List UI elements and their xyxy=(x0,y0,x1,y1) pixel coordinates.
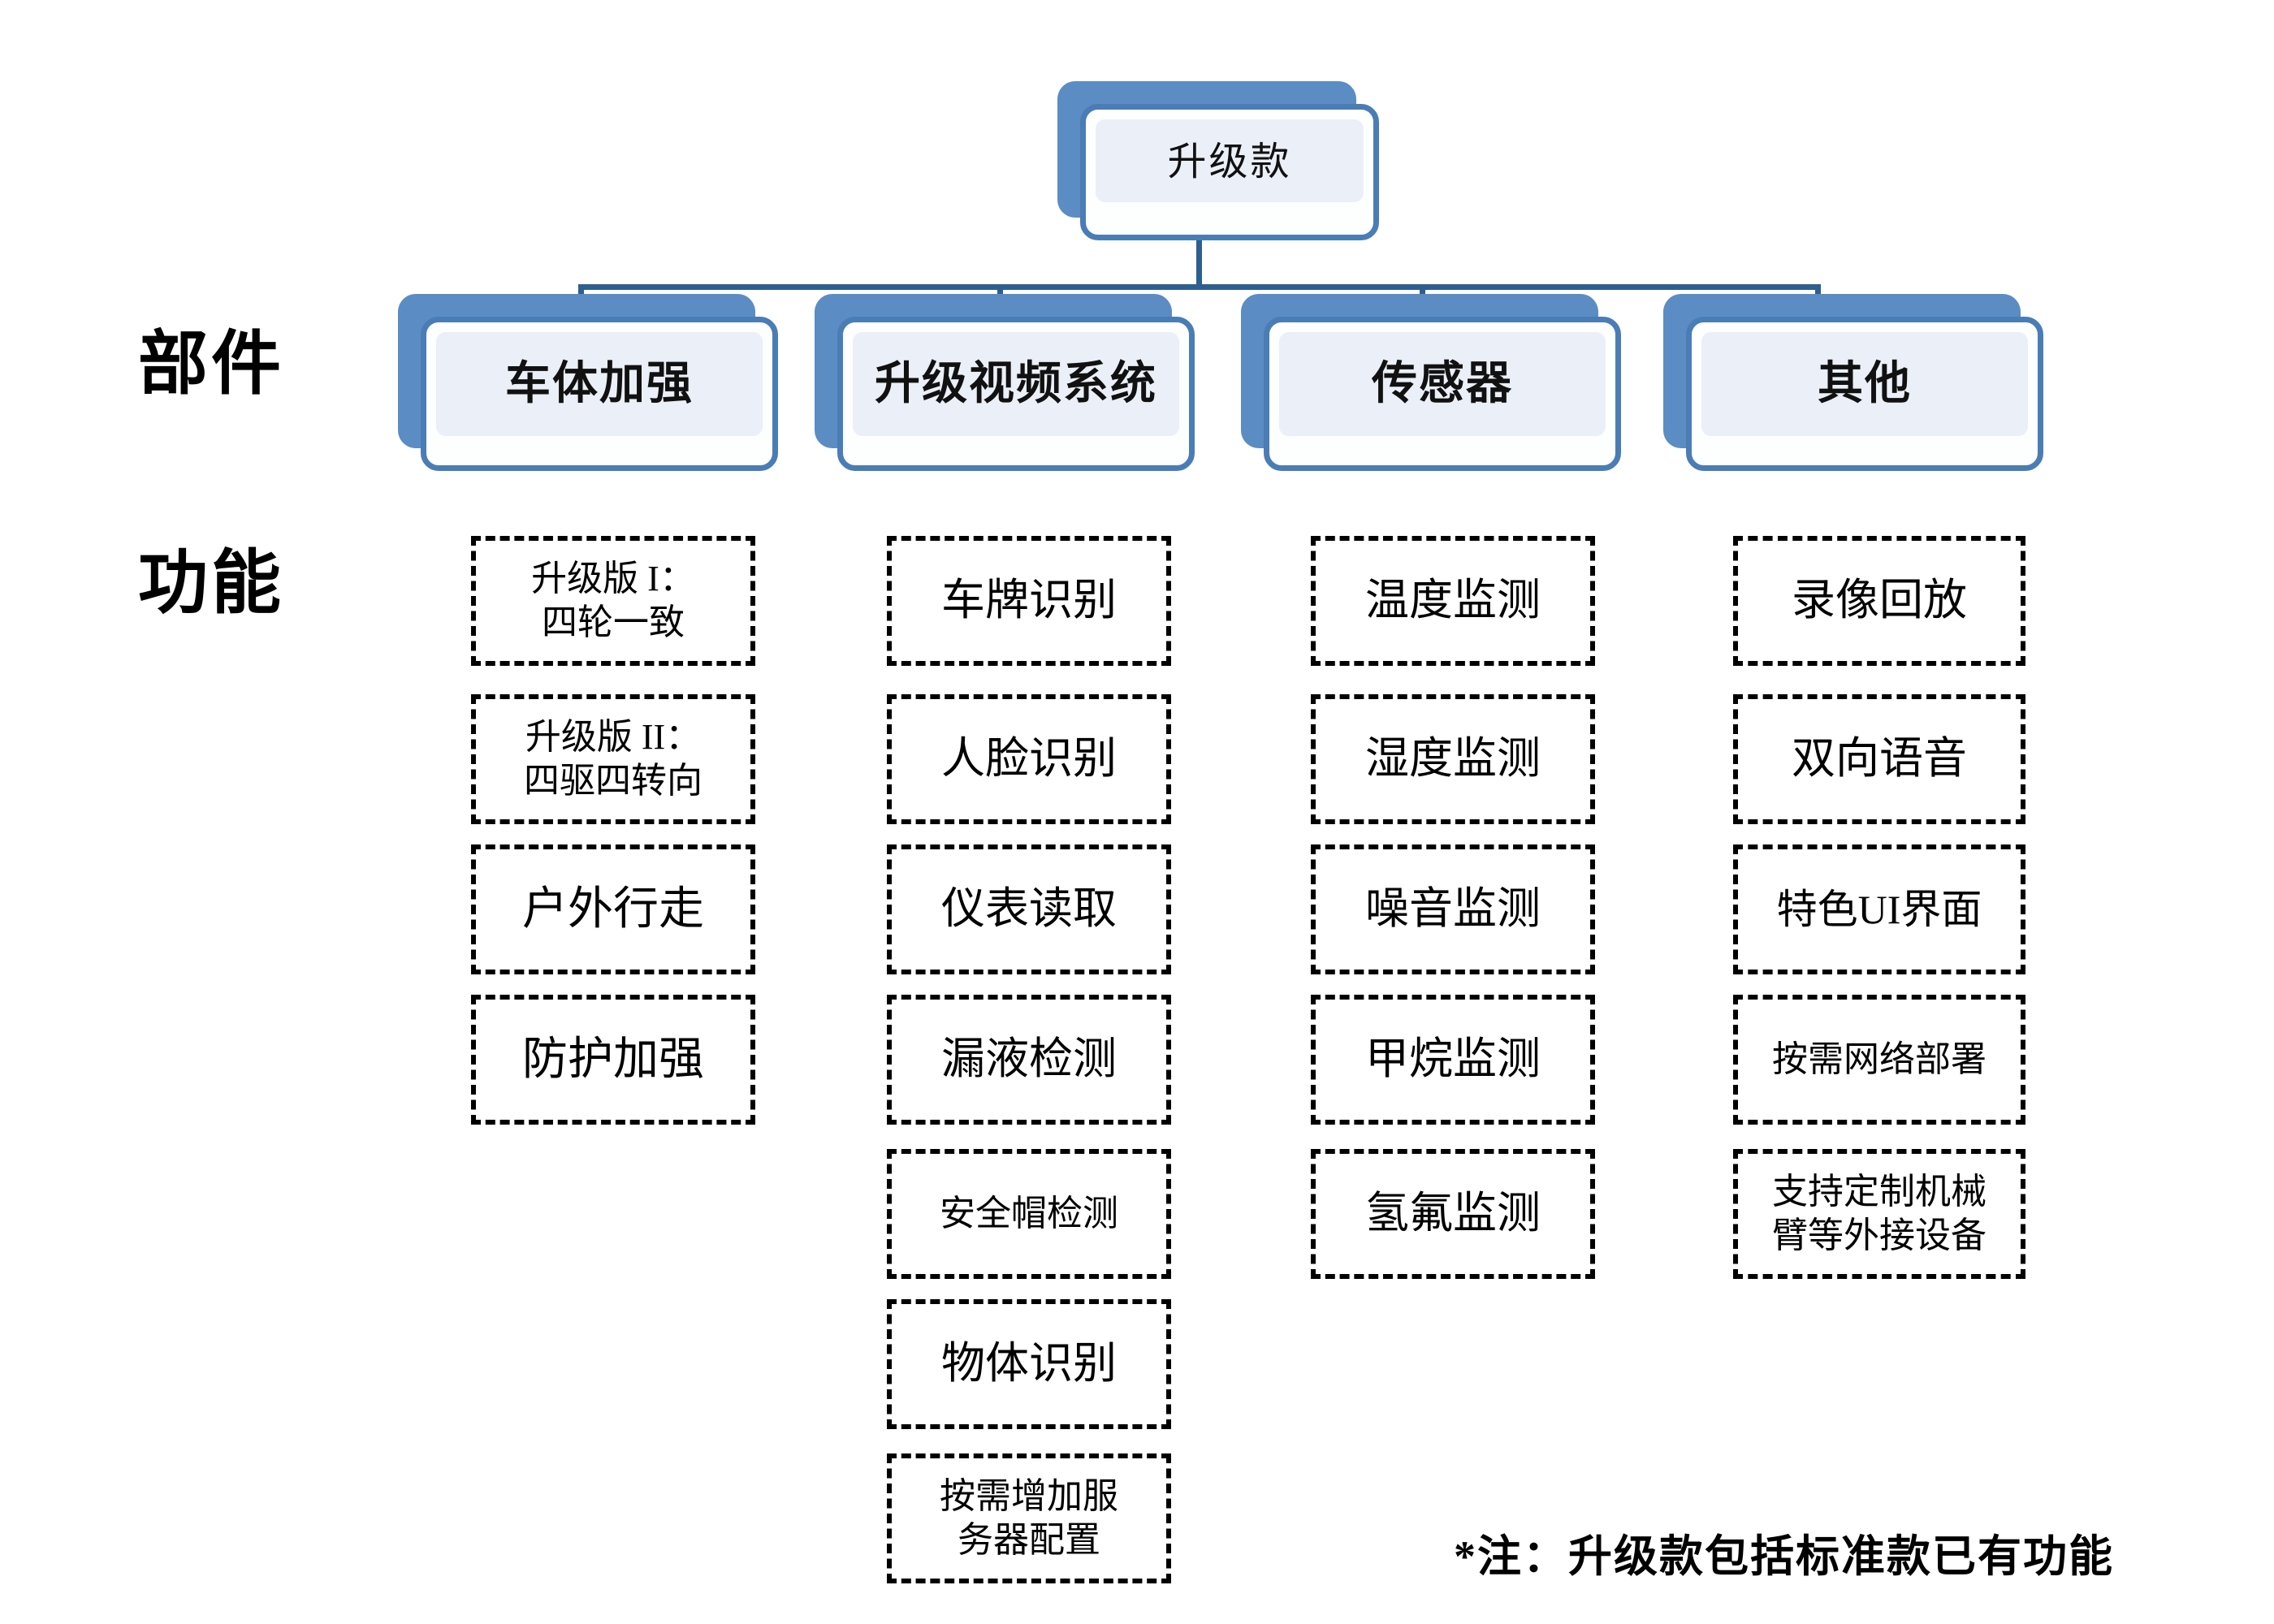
function-box[interactable]: 漏液检测 xyxy=(887,995,1171,1125)
function-box-label: 物体识别 xyxy=(941,1339,1117,1389)
connector-bus xyxy=(578,284,1821,290)
function-box[interactable]: 湿度监测 xyxy=(1311,694,1595,824)
card-inner-fill xyxy=(1096,119,1364,202)
card-inner-fill xyxy=(436,332,763,436)
function-box-label: 仪表读取 xyxy=(941,884,1117,934)
node-component-3[interactable]: 其他 xyxy=(1663,294,2043,471)
function-box[interactable]: 温度监测 xyxy=(1311,536,1595,666)
node-component-3-label: 其他 xyxy=(1818,358,1912,409)
function-box[interactable]: 升级版 I：四轮一致 xyxy=(471,536,755,666)
node-component-1-label: 升级视频系统 xyxy=(875,358,1157,409)
node-component-0[interactable]: 车体加强 xyxy=(398,294,778,471)
function-box[interactable]: 双向语音 xyxy=(1733,694,2025,824)
function-box-label: 户外行走 xyxy=(522,883,704,935)
function-box[interactable]: 录像回放 xyxy=(1733,536,2025,666)
row-label-functions: 功能 xyxy=(138,544,284,622)
function-box[interactable]: 物体识别 xyxy=(887,1299,1171,1429)
function-box-label: 按需网络部署 xyxy=(1772,1039,1987,1080)
function-box[interactable]: 支持定制机械臂等外接设备 xyxy=(1733,1149,2025,1279)
function-box-label: 噪音监测 xyxy=(1365,884,1541,934)
node-root-label: 升级款 xyxy=(1167,140,1292,184)
function-box-label: 支持定制机械臂等外接设备 xyxy=(1772,1172,1987,1255)
node-component-0-label: 车体加强 xyxy=(505,358,694,409)
function-box[interactable]: 户外行走 xyxy=(471,844,755,974)
function-box[interactable]: 升级版 II：四驱四转向 xyxy=(471,694,755,824)
function-box-label: 防护加强 xyxy=(522,1034,704,1085)
row-label-components: 部件 xyxy=(138,325,284,403)
card-front: 其他 xyxy=(1686,317,2043,471)
function-box[interactable]: 氢氟监测 xyxy=(1311,1149,1595,1279)
node-component-1[interactable]: 升级视频系统 xyxy=(815,294,1195,471)
card-front: 升级款 xyxy=(1080,104,1379,240)
function-box[interactable]: 车牌识别 xyxy=(887,536,1171,666)
card-inner-fill xyxy=(853,332,1179,436)
function-box-label: 按需增加服务器配置 xyxy=(940,1476,1118,1560)
function-box-label: 漏液检测 xyxy=(941,1034,1117,1084)
function-box-label: 双向语音 xyxy=(1792,734,1967,784)
function-box-label: 录像回放 xyxy=(1792,576,1967,625)
card-inner-fill xyxy=(1279,332,1606,436)
function-box[interactable]: 按需网络部署 xyxy=(1733,995,2025,1125)
function-box-label: 湿度监测 xyxy=(1365,734,1541,784)
function-box[interactable]: 噪音监测 xyxy=(1311,844,1595,974)
node-component-2-label: 传感器 xyxy=(1372,358,1513,409)
card-front: 升级视频系统 xyxy=(837,317,1195,471)
node-component-2[interactable]: 传感器 xyxy=(1241,294,1621,471)
function-box-label: 氢氟监测 xyxy=(1365,1189,1541,1238)
function-box-label: 车牌识别 xyxy=(941,576,1117,625)
function-box-label: 安全帽检测 xyxy=(940,1194,1118,1234)
function-box[interactable]: 按需增加服务器配置 xyxy=(887,1453,1171,1583)
card-front: 传感器 xyxy=(1264,317,1621,471)
function-box-label: 特色UI界面 xyxy=(1776,886,1982,932)
footnote-text: *注：升级款包括标准款已有功能 xyxy=(1454,1532,2114,1581)
function-box[interactable]: 安全帽检测 xyxy=(887,1149,1171,1279)
function-box-label: 甲烷监测 xyxy=(1365,1034,1541,1084)
function-box[interactable]: 特色UI界面 xyxy=(1733,844,2025,974)
card-front: 车体加强 xyxy=(421,317,778,471)
function-box-label: 温度监测 xyxy=(1365,576,1541,625)
function-box-label: 人脸识别 xyxy=(941,734,1117,784)
function-box[interactable]: 甲烷监测 xyxy=(1311,995,1595,1125)
card-inner-fill xyxy=(1701,332,2028,436)
function-box-label: 升级版 I：四轮一致 xyxy=(531,559,695,642)
connector-root-stem xyxy=(1196,240,1202,287)
function-box-label: 升级版 II：四驱四转向 xyxy=(524,717,703,801)
function-box[interactable]: 仪表读取 xyxy=(887,844,1171,974)
function-box[interactable]: 防护加强 xyxy=(471,995,755,1125)
node-root[interactable]: 升级款 xyxy=(1057,81,1379,240)
function-box[interactable]: 人脸识别 xyxy=(887,694,1171,824)
